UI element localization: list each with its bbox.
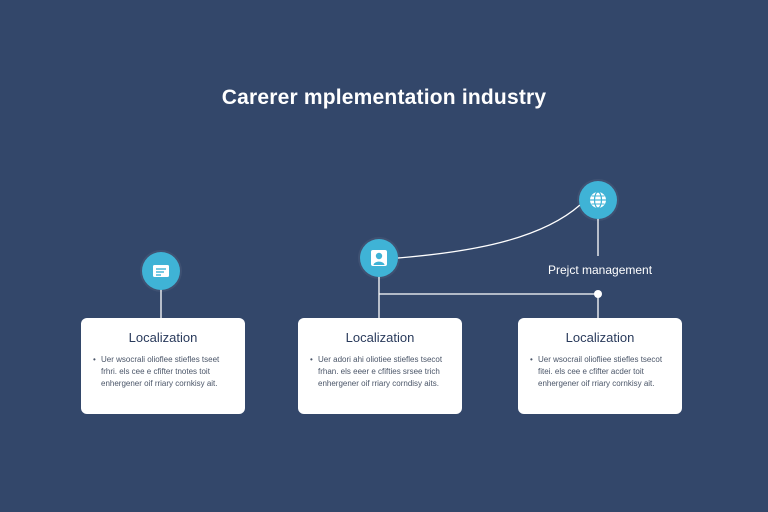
card-middle[interactable]: Localization Uer adori ahi oliotiee stie… — [298, 318, 462, 414]
diagram-title: Carerer mplementation industry — [221, 86, 547, 109]
connector-curve — [397, 204, 581, 259]
node-left[interactable] — [142, 252, 180, 290]
project-management-label: Prejct management — [548, 263, 653, 277]
card-heading: Localization — [345, 330, 415, 345]
user-icon — [371, 250, 387, 266]
card-heading: Localization — [128, 330, 198, 345]
card-left[interactable]: Localization Uer wsocrali olioflee stief… — [81, 318, 245, 414]
node-middle[interactable] — [360, 239, 398, 277]
card-text: Uer wsocrali olioflee stiefles tseet frh… — [93, 354, 233, 390]
junction-dot — [594, 290, 602, 298]
card-text: Uer wsocrail oliofliee stiefles tsecot f… — [530, 354, 670, 390]
card-right[interactable]: Localization Uer wsocrail oliofliee stie… — [518, 318, 682, 414]
document-icon — [153, 265, 169, 277]
card-text: Uer adori ahi oliotiee stiefles tsecot f… — [310, 354, 450, 390]
globe-icon — [590, 191, 606, 209]
card-heading: Localization — [565, 330, 635, 345]
node-right[interactable] — [579, 181, 617, 219]
